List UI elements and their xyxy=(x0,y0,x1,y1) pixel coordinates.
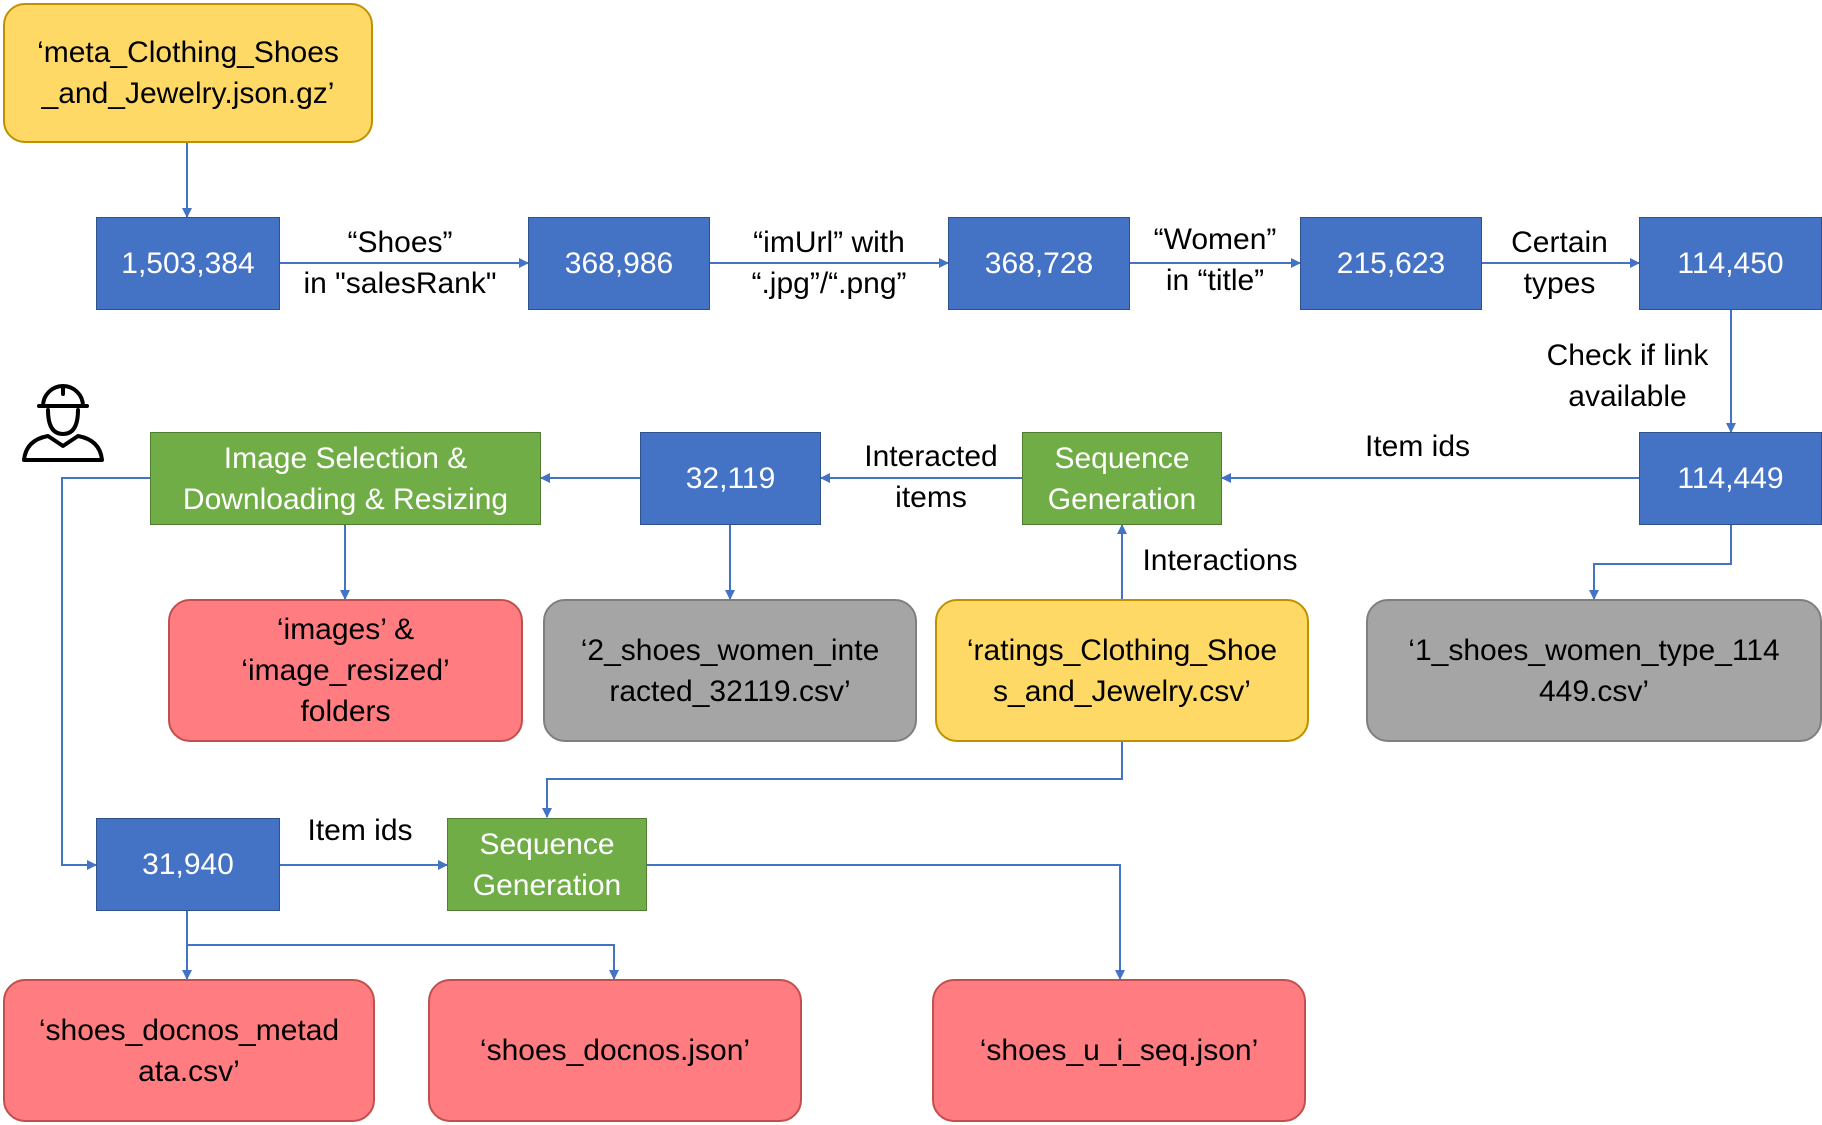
label-check-link: Check if link available xyxy=(1546,339,1709,413)
label-interactions: Interactions xyxy=(1142,544,1298,577)
label-imurl: “imUrl” with “.jpg”/“.png” xyxy=(751,226,907,300)
arrow-ratings-to-seq-gen-2 xyxy=(542,742,1123,818)
count-368986: 368,986 xyxy=(528,217,710,310)
count-32119: 32,119 xyxy=(640,432,821,525)
arrow-114449-to-file-1 xyxy=(1589,525,1732,600)
label-item-ids-bottom: Item ids xyxy=(307,814,413,847)
docnos-metadata-box: ‘shoes_docnos_metad ata.csv’ xyxy=(3,979,375,1122)
worker-helmet-icon xyxy=(22,384,104,462)
sequence-generation-box-2: Sequence Generation xyxy=(447,818,647,911)
count-1503384: 1,503,384 xyxy=(96,217,280,310)
count-368728: 368,728 xyxy=(948,217,1130,310)
label-women-title: “Women” in “title” xyxy=(1153,223,1277,297)
arrow-image-sel-to-31940 xyxy=(61,477,150,870)
arrow-seq-gen-2-to-u-i-seq xyxy=(647,864,1125,980)
meta-file-box: ‘meta_Clothing_Shoes _and_Jewelry.json.g… xyxy=(3,3,373,143)
images-folders-box: ‘images’ & ‘image_resized’ folders xyxy=(168,599,523,742)
count-215623: 215,623 xyxy=(1300,217,1482,310)
docnos-json-box: ‘shoes_docnos.json’ xyxy=(428,979,802,1122)
arrow-31940-to-docnos-json xyxy=(187,944,619,980)
u-i-seq-box: ‘shoes_u_i_seq.json’ xyxy=(932,979,1306,1122)
label-shoes-salesrank: “Shoes” in "salesRank" xyxy=(303,226,497,300)
count-114450: 114,450 xyxy=(1639,217,1822,310)
image-selection-box: Image Selection & Downloading & Resizing xyxy=(150,432,541,525)
interacted-csv-box: ‘2_shoes_women_inte racted_32119.csv’ xyxy=(543,599,917,742)
sequence-generation-box-1: Sequence Generation xyxy=(1022,432,1222,525)
ratings-file-box: ‘ratings_Clothing_Shoe s_and_Jewelry.csv… xyxy=(935,599,1309,742)
count-114449: 114,449 xyxy=(1639,432,1822,525)
label-certain-types: Certain types xyxy=(1511,226,1608,300)
count-31940: 31,940 xyxy=(96,818,280,911)
label-item-ids-top: Item ids xyxy=(1364,430,1471,463)
type-csv-box: ‘1_shoes_women_type_114 449.csv’ xyxy=(1366,599,1822,742)
label-interacted-items: Interacted items xyxy=(864,440,998,514)
